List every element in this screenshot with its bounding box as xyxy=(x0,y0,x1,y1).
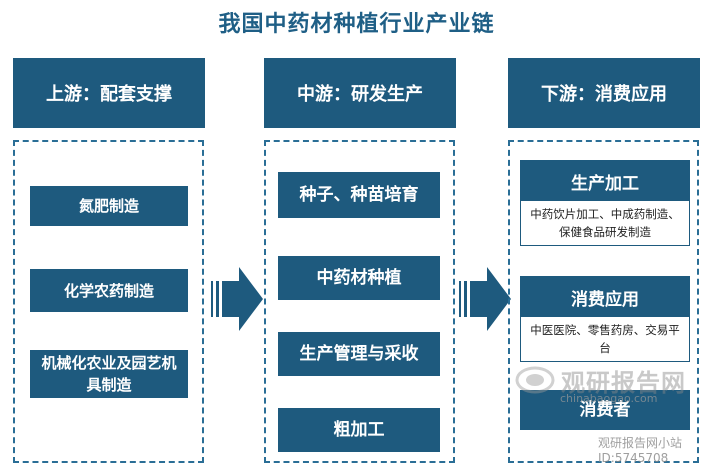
card-desc: 中药饮片加工、中成药制造、保健食品研发制造 xyxy=(530,207,680,239)
upstream-item-pesticide: 化学农药制造 xyxy=(30,269,188,312)
midstream-item-seed: 种子、种苗培育 xyxy=(278,172,440,218)
midstream-item-planting: 中药材种植 xyxy=(278,256,440,300)
watermark-brand: 观研报告网 xyxy=(561,367,686,397)
watermark-url: chinabaogao.com xyxy=(560,392,658,405)
downstream-card-consumption: 消费应用 中医医院、零售药房、交易平台 xyxy=(520,276,690,362)
card-title: 生产加工 xyxy=(521,161,689,201)
card-desc: 中医医院、零售药房、交易平台 xyxy=(530,323,680,355)
flow-arrow-icon xyxy=(211,267,263,331)
flow-arrow-icon xyxy=(459,267,511,331)
midstream-item-harvest: 生产管理与采收 xyxy=(278,332,440,376)
upstream-group xyxy=(13,140,204,463)
watermark: 观研报告网 xyxy=(515,360,705,400)
watermark-corner-name: 观研报告网小站 xyxy=(598,436,683,450)
upstream-header: 上游：配套支撑 xyxy=(13,58,205,128)
downstream-group xyxy=(508,140,699,463)
diagram-title: 我国中药材种植行业产业链 xyxy=(218,11,495,37)
card-title: 消费应用 xyxy=(521,277,689,317)
midstream-header: 中游：研发生产 xyxy=(264,58,456,128)
watermark-corner: 观研报告网小站 ID:5745708 xyxy=(598,436,682,466)
watermark-logo-icon xyxy=(515,366,555,394)
midstream-item-processing: 粗加工 xyxy=(278,408,440,452)
midstream-group xyxy=(264,140,455,463)
upstream-item-fertilizer: 氮肥制造 xyxy=(30,186,188,226)
upstream-item-machinery: 机械化农业及园艺机具制造 xyxy=(30,350,188,398)
downstream-card-processing: 生产加工 中药饮片加工、中成药制造、保健食品研发制造 xyxy=(520,160,690,246)
downstream-consumer: 消费者 xyxy=(520,390,690,430)
watermark-corner-id: ID:5745708 xyxy=(598,451,669,465)
downstream-header: 下游：消费应用 xyxy=(508,58,700,128)
